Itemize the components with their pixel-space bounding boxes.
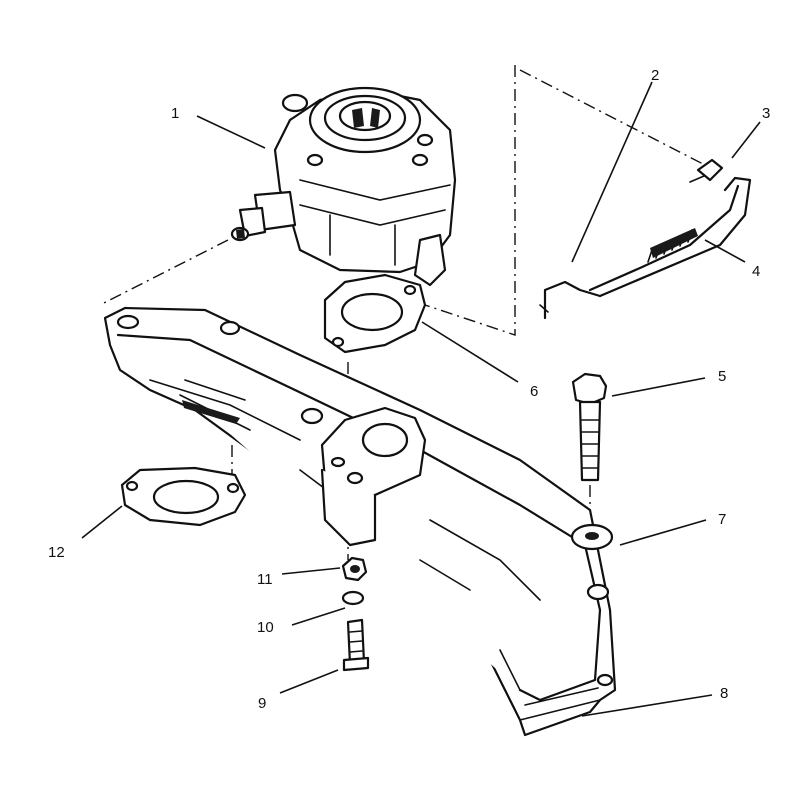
nut <box>341 556 368 582</box>
leader-10 <box>291 607 346 626</box>
carburetor <box>230 86 457 287</box>
callout-7: 7 <box>718 511 726 528</box>
leader-6 <box>421 321 519 383</box>
manifold-gasket <box>120 466 247 527</box>
leader-7 <box>619 519 707 546</box>
leader-lines <box>81 81 761 717</box>
leader-12 <box>81 505 123 539</box>
leader-9 <box>279 669 339 694</box>
callout-4: 4 <box>752 263 760 280</box>
retaining-clip <box>689 158 724 183</box>
washer <box>570 523 614 551</box>
leader-11 <box>281 567 341 575</box>
leader-5 <box>611 377 706 397</box>
callout-1: 1 <box>171 105 179 122</box>
callout-2: 2 <box>651 67 659 84</box>
manifold-bolt <box>571 372 608 482</box>
callout-8: 8 <box>720 685 728 702</box>
leader-2 <box>571 81 653 263</box>
callout-3: 3 <box>762 105 770 122</box>
callout-11: 11 <box>257 571 273 588</box>
stud <box>342 618 370 672</box>
intake-manifold <box>103 306 617 737</box>
carburetor-gasket <box>323 273 427 354</box>
callout-5: 5 <box>718 368 726 385</box>
callout-10: 10 <box>257 619 274 636</box>
callout-9: 9 <box>258 695 266 712</box>
callout-12: 12 <box>48 544 65 561</box>
leader-8 <box>581 694 713 717</box>
leader-3 <box>731 121 761 159</box>
lock-washer <box>341 590 365 606</box>
leader-4 <box>704 239 746 263</box>
callout-labels: 1 2 3 4 5 6 7 8 9 10 11 12 <box>48 67 770 712</box>
callout-6: 6 <box>530 383 538 400</box>
return-spring <box>588 184 740 292</box>
leader-1 <box>196 115 266 149</box>
